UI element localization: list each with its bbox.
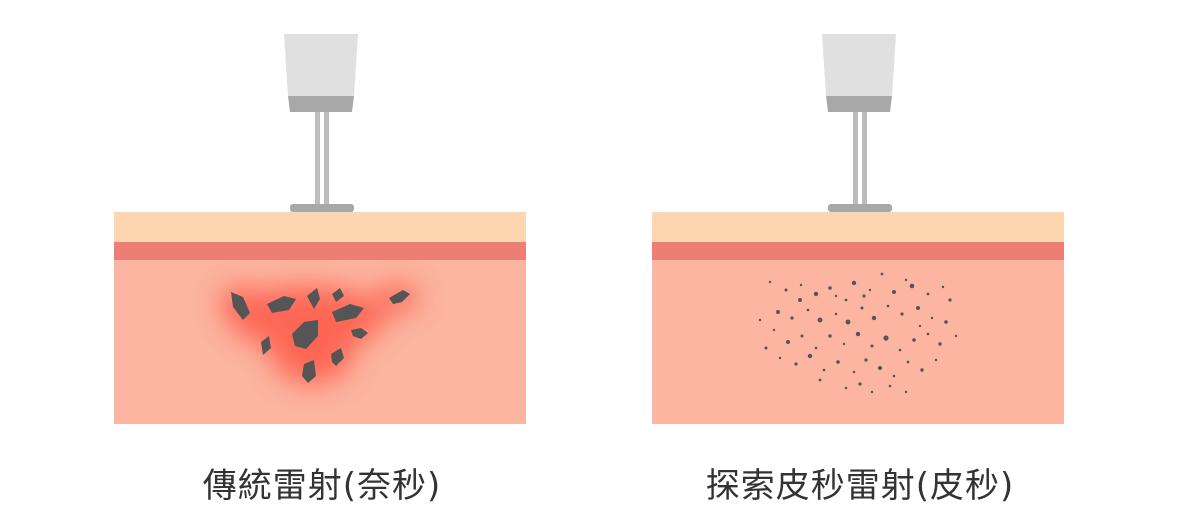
traditional-laser-diagram <box>114 34 526 424</box>
caption-traditional-laser: 傳統雷射(奈秒) <box>202 466 442 506</box>
pigment-fragment-icon <box>267 296 296 313</box>
pigment-fragment-icon <box>332 288 344 302</box>
dermis-layer <box>652 260 1064 424</box>
pigment-fragment-icon <box>389 290 410 304</box>
red-band-layer <box>114 242 526 260</box>
pigment-particles <box>758 272 958 394</box>
epidermis-layer <box>114 212 526 242</box>
pigment-fragment-icon <box>351 328 368 339</box>
heat-glow <box>220 284 419 384</box>
laser-probe-icon <box>284 34 358 212</box>
red-band-layer <box>652 242 1064 260</box>
pigment-fragment-icon <box>261 336 271 355</box>
pigment-fragment-icon <box>331 348 344 366</box>
panel-traditional-laser: 傳統雷射(奈秒) <box>112 0 532 510</box>
pigment-fragments <box>231 288 410 383</box>
pigment-fragment-icon <box>332 304 364 322</box>
picosecond-laser-diagram <box>652 34 1064 424</box>
pigment-fragment-icon <box>307 288 320 309</box>
epidermis-layer <box>652 212 1064 242</box>
pigment-fragment-icon <box>302 360 316 383</box>
caption-picosecond-laser: 探索皮秒雷射(皮秒) <box>705 466 1015 506</box>
panel-picosecond-laser: 探索皮秒雷射(皮秒) <box>650 0 1070 510</box>
pigment-fragment-icon <box>292 320 318 349</box>
pigment-fragment-icon <box>231 292 250 320</box>
laser-probe-icon <box>822 34 896 212</box>
